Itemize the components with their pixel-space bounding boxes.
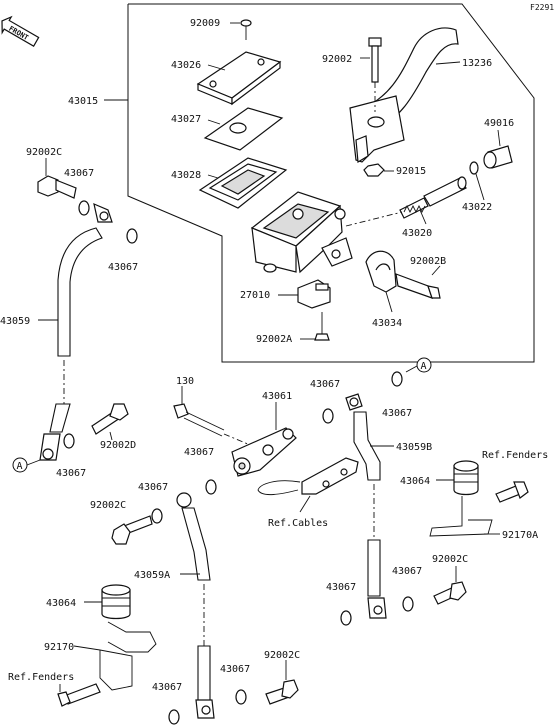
cable-bracket: [257, 457, 359, 496]
piston-boot: [483, 145, 513, 169]
clamp-bolt: [395, 273, 441, 299]
part-label: 49016: [484, 118, 514, 129]
washer-10: [168, 709, 180, 725]
part-label: 92002A: [256, 334, 292, 345]
part-label: 43067: [64, 168, 94, 179]
part-label: 43059B: [396, 442, 432, 453]
handlebar-clamp: [365, 250, 397, 293]
master-cylinder-body: [250, 191, 353, 274]
part-label: 92002C: [432, 554, 468, 565]
part-label: 92170: [44, 642, 74, 653]
part-label: 92002D: [100, 440, 136, 451]
brake-hose-right: [345, 393, 387, 619]
part-label: 92170A: [502, 530, 538, 541]
washer-3: [63, 433, 75, 449]
brake-light-switch: [297, 279, 331, 309]
figure-id: F2291: [530, 3, 554, 12]
part-label: 43059: [0, 316, 30, 327]
brake-hose-left: [176, 492, 215, 719]
washer-1: [78, 200, 90, 216]
part-label: 43067: [184, 447, 214, 458]
ref-label: Ref.Fenders: [8, 672, 74, 683]
part-label: 43067: [56, 468, 86, 479]
connector-a-right: A: [405, 357, 432, 373]
pivot-bolt: [368, 37, 382, 83]
fender-bolt-left: [57, 683, 101, 707]
part-label: 92002: [322, 54, 352, 65]
part-label: 130: [176, 376, 194, 387]
switch-screw: [314, 312, 330, 341]
banjo-bolt-bottom: [265, 679, 299, 705]
part-label: 92015: [396, 166, 426, 177]
washer-8: [340, 610, 352, 626]
front-arrow-badge: FRONT: [1, 15, 40, 47]
part-label: 43061: [262, 391, 292, 402]
washer-11: [235, 689, 247, 705]
hose-clip-left: [99, 621, 157, 691]
part-label: 43022: [462, 202, 492, 213]
brake-hose-upper: [39, 202, 113, 461]
part-label: 43020: [402, 228, 432, 239]
part-label: 43064: [46, 598, 76, 609]
part-label: 43067: [138, 482, 168, 493]
part-label: 43067: [310, 379, 340, 390]
washer-6: [205, 479, 217, 495]
part-label: 43067: [326, 582, 356, 593]
part-label: 43059A: [134, 570, 170, 581]
part-label: 43034: [372, 318, 402, 329]
part-label: 43027: [171, 114, 201, 125]
fender-bolt-right: [495, 481, 529, 503]
part-label: 43026: [171, 60, 201, 71]
washer-2: [126, 228, 138, 244]
banjo-bolt-92002d: [91, 403, 129, 435]
part-label: 43064: [400, 476, 430, 487]
rubber-damper-left: [101, 584, 131, 620]
cap-screw: [240, 19, 252, 40]
circlip: [469, 161, 479, 175]
part-label: 43067: [382, 408, 412, 419]
part-label: 92002C: [26, 147, 62, 158]
part-label: 43028: [171, 170, 201, 181]
piston-assembly: [399, 176, 467, 219]
reservoir-cap: [196, 51, 282, 106]
washer-7: [151, 508, 163, 524]
cap-plate: [203, 107, 284, 151]
bolt-130: [173, 403, 263, 451]
part-label: 27010: [240, 290, 270, 301]
pivot-nut: [363, 163, 385, 177]
washer-5: [391, 371, 403, 387]
part-label: 92002C: [90, 500, 126, 511]
banjo-bolt-mid-left: [111, 515, 153, 545]
rubber-damper-right: [453, 460, 479, 496]
part-label: 92002B: [410, 256, 446, 267]
part-label: 92002C: [264, 650, 300, 661]
part-label: 13236: [462, 58, 492, 69]
ref-label: Ref.Cables: [268, 518, 328, 529]
assembly-frame: [127, 3, 535, 363]
washer-4: [322, 408, 334, 424]
hose-clip-right: [429, 496, 493, 537]
banjo-bolt-upper: [37, 175, 77, 199]
diaphragm: [198, 157, 288, 209]
banjo-bolt-lower-right: [433, 581, 467, 605]
part-label: 43067: [152, 682, 182, 693]
ref-label: Ref.Fenders: [482, 450, 548, 461]
brake-lever: [349, 27, 459, 164]
part-label: 43015: [68, 96, 98, 107]
svg-text:A: A: [421, 361, 427, 372]
part-label: 92009: [190, 18, 220, 29]
connector-a-left: A: [12, 457, 41, 473]
part-label: 43067: [108, 262, 138, 273]
part-label: 43067: [392, 566, 422, 577]
washer-9: [402, 596, 414, 612]
svg-text:A: A: [17, 461, 23, 472]
part-label: 43067: [220, 664, 250, 675]
three-way-joint: [231, 427, 297, 477]
